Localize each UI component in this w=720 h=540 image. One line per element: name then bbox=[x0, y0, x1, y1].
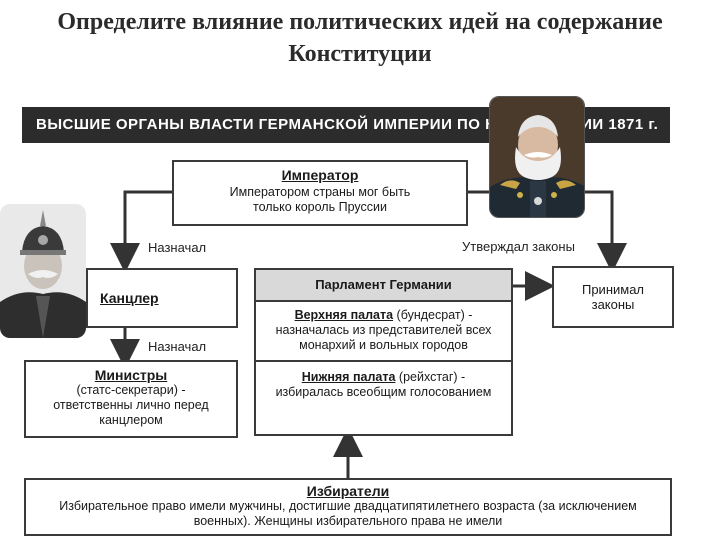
lower-house-text: (рейхстаг) - избиралась всеобщим голосов… bbox=[275, 370, 492, 399]
chancellor-box: Канцлер bbox=[86, 268, 238, 328]
emperor-portrait bbox=[489, 96, 585, 218]
emperor-text: Императором страны мог быть только корол… bbox=[229, 185, 411, 214]
label-approved-laws: Утверждал законы bbox=[462, 239, 575, 254]
emperor-title: Император bbox=[281, 167, 359, 183]
emperor-box: Император Императором страны мог быть то… bbox=[172, 160, 468, 226]
ministers-title: Министры bbox=[94, 367, 168, 383]
page-title: Определите влияние политических идей на … bbox=[57, 9, 663, 67]
label-appointed-ministers: Назначал bbox=[148, 339, 207, 354]
lower-house-term: Нижняя палата bbox=[301, 370, 396, 384]
upper-house-term: Верхняя палата bbox=[294, 308, 394, 322]
parliament-header: Парламент Германии bbox=[256, 270, 511, 302]
parliament-box: Парламент Германии Верхняя палата (бунде… bbox=[254, 268, 513, 436]
upper-house: Верхняя палата (бундесрат) - назначалась… bbox=[256, 302, 511, 362]
lower-house: Нижняя палата (рейхстаг) - избиралась вс… bbox=[256, 362, 511, 400]
label-appointed-chancellor: Назначал bbox=[148, 240, 207, 255]
ministers-text: (статс-секретари) - ответственны лично п… bbox=[53, 383, 209, 427]
parliament-title: Парламент Германии bbox=[315, 277, 452, 292]
chancellor-title: Канцлер bbox=[100, 290, 159, 306]
laws-box: Принимал законы bbox=[552, 266, 674, 328]
laws-text: Принимал законы bbox=[581, 282, 645, 312]
voters-text: Избирательное право имели мужчины, дости… bbox=[59, 499, 637, 528]
voters-box: Избиратели Избирательное право имели муж… bbox=[24, 478, 672, 536]
ministers-box: Министры (статс-секретари) - ответственн… bbox=[24, 360, 238, 438]
voters-title: Избиратели bbox=[306, 483, 390, 499]
bismarck-portrait bbox=[0, 204, 86, 338]
upper-house-text: (бундесрат) - назначалась из представите… bbox=[275, 308, 492, 352]
